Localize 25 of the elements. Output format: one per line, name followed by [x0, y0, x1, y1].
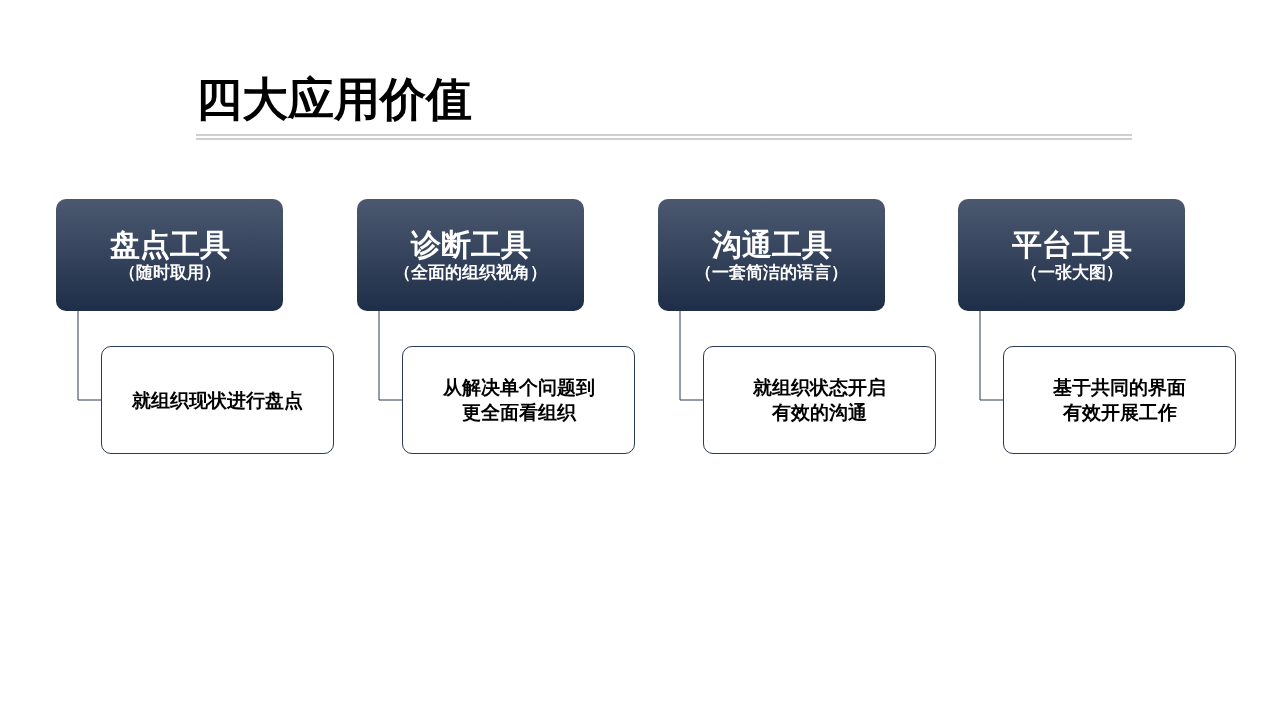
- tool-header-box: [658, 199, 885, 311]
- description-text: 从解决单个问题到更全面看组织: [441, 375, 596, 425]
- description-box: [101, 346, 334, 454]
- connector-line: [679, 310, 704, 401]
- tool-title: 诊断工具: [410, 227, 531, 263]
- connector-line: [77, 310, 102, 401]
- tool-subtitle: （全面的组织视角）: [394, 262, 547, 283]
- tool-title: 沟通工具: [711, 227, 832, 263]
- description-box: [703, 346, 936, 454]
- tool-title: 盘点工具: [109, 227, 230, 263]
- tool-header-box: [56, 199, 283, 311]
- tool-subtitle: （一套简洁的语言）: [695, 262, 848, 283]
- tool-header-box: [958, 199, 1185, 311]
- connector-line: [378, 310, 403, 401]
- description-box: [1003, 346, 1236, 454]
- tool-title: 平台工具: [1011, 227, 1132, 263]
- connector-line: [979, 310, 1004, 401]
- tool-header-box: [357, 199, 584, 311]
- description-box: [402, 346, 635, 454]
- tool-subtitle: （一张大图）: [1020, 262, 1123, 283]
- description-text: 就组织现状进行盘点: [132, 387, 303, 413]
- description-text: 就组织状态开启有效的沟通: [752, 375, 887, 425]
- tool-subtitle: （随时取用）: [118, 262, 221, 283]
- description-text: 基于共同的界面有效开展工作: [1052, 375, 1187, 425]
- page-title: 四大应用价值: [196, 72, 472, 128]
